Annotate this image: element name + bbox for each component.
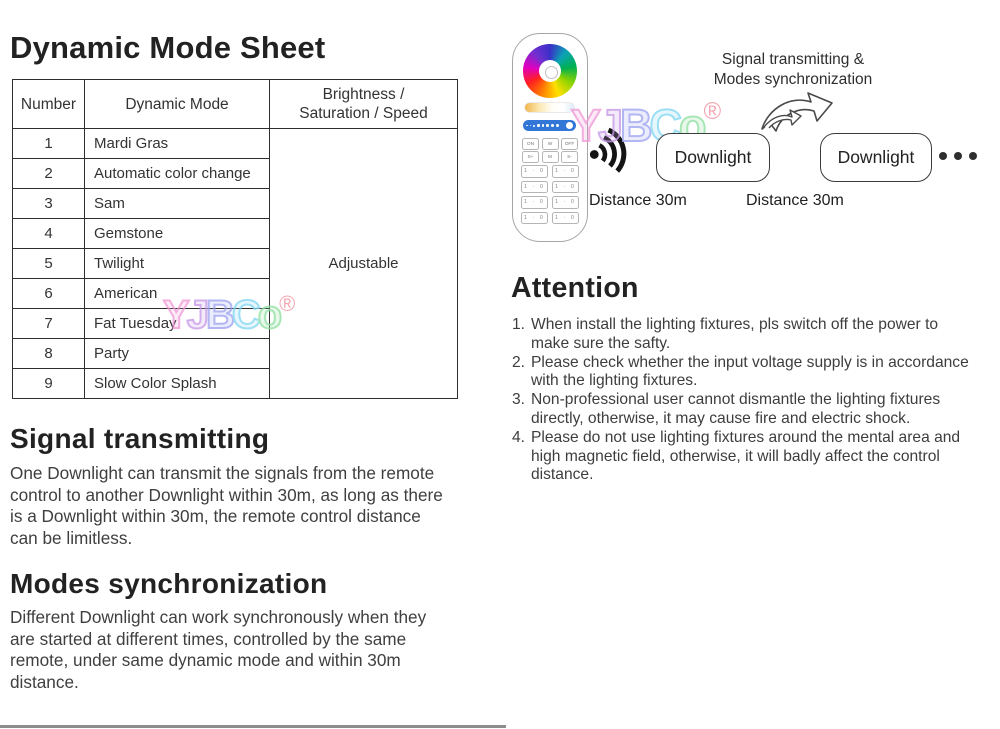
remote-button: OFF [561,138,578,150]
distance-label-right: Distance 30m [746,192,844,209]
curved-arrow-icon [761,92,833,132]
mode-number: 6 [12,278,85,309]
zone-button: 1 · 0 [521,180,548,193]
signal-transmitting-heading: Signal transmitting [10,423,270,454]
attention-item: 1. When install the lighting fixtures, pl… [512,316,994,354]
attention-item: 4. Please do not use lighting fixtures ar… [512,429,994,485]
mode-name: American [84,278,270,309]
remote-button: ON [522,138,539,150]
mode-name: Twilight [84,248,270,279]
color-wheel-icon [523,44,577,98]
ellipsis-dots [939,152,977,160]
mode-number: 1 [12,128,85,159]
column-header: Dynamic Mode [84,79,270,129]
attention-list: 1. When install the lighting fixtures, pl… [512,316,994,485]
adjustable-cell: Adjustable [269,128,458,399]
mode-name: Mardi Gras [84,128,270,159]
registered-mark: ® [703,98,722,125]
zone-button: 1 · 0 [521,165,548,178]
slider-knob [566,122,573,129]
attention-item-text: Please do not use lighting fixtures arou… [531,428,961,484]
mode-number: 3 [12,188,85,219]
zone-button: 1 · 0 [521,196,548,209]
slider-dot [533,124,536,127]
white-temperature-slider [525,103,574,112]
attention-item-number: 3. [512,391,526,409]
slider-dot [546,124,549,127]
attention-item-text: Please check whether the input voltage s… [531,353,969,390]
attention-item-number: 2. [512,353,526,371]
mode-name: Slow Color Splash [84,368,270,399]
mode-number: 9 [12,368,85,399]
mode-name: Gemstone [84,218,270,249]
distance-label-left: Distance 30m [589,192,687,209]
column-header: Number [12,79,85,129]
zone-button: 1 · 0 [552,196,579,209]
downlight-box-right: Downlight [820,133,932,182]
attention-item-number: 1. [512,316,526,333]
zone-button: 1 · 0 [552,180,579,193]
slider-dot [526,124,528,127]
remote-button: S- [561,151,578,163]
zone-buttons: 1 · 0 1 · 0 1 · 0 1 · 0 1 · 0 1 · 0 1 · 0 1 · 0 [521,165,579,224]
mode-number: 5 [12,248,85,279]
mode-number: 7 [12,308,85,339]
signal-transmitting-text: One Downlight can transmit the signals f… [10,463,443,548]
attention-item-text: Non-professional user cannot dismantle t… [531,391,941,427]
remote-button: M [541,151,559,163]
attention-heading: Attention [511,272,639,304]
remote-button: S+ [522,151,539,163]
diagram-caption: Signal transmitting & Modes synchronizat… [713,51,873,88]
attention-item-text: When install the lighting fixtures, pls … [531,316,939,352]
remote-button: W [541,138,559,150]
mode-number: 2 [12,158,85,189]
attention-item: 2. Please check whether the input voltage… [512,354,994,392]
modes-sync-text: Different Downlight can work synchronous… [10,607,427,692]
zone-button: 1 · 0 [521,211,548,224]
mode-number: 8 [12,338,85,369]
slider-dot [529,124,532,127]
slider-dot [550,123,554,128]
page-title: Dynamic Mode Sheet [10,30,326,65]
column-header: Brightness / Saturation / Speed [269,79,458,129]
mode-name: Sam [84,188,270,219]
bottom-divider [0,725,506,728]
mode-name: Fat Tuesday [84,308,270,339]
attention-item-number: 4. [512,428,526,446]
color-wheel-center-ring [544,65,558,79]
zone-button: 1 · 0 [552,211,579,224]
mode-number: 4 [12,218,85,249]
downlight-label: Downlight [837,147,915,167]
downlight-label: Downlight [674,147,752,167]
brightness-slider [523,120,576,131]
mode-name: Party [84,338,270,369]
signal-waves-icon [589,127,627,173]
slider-dot [537,124,540,127]
zone-button: 1 · 0 [552,165,579,178]
attention-item: 3. Non-professional user cannot dismantle… [512,391,994,429]
slider-dot [541,124,545,127]
modes-sync-heading: Modes synchronization [10,568,328,599]
slider-dot [555,123,560,128]
downlight-box-left: Downlight [656,133,770,182]
mode-name: Automatic color change [84,158,270,189]
